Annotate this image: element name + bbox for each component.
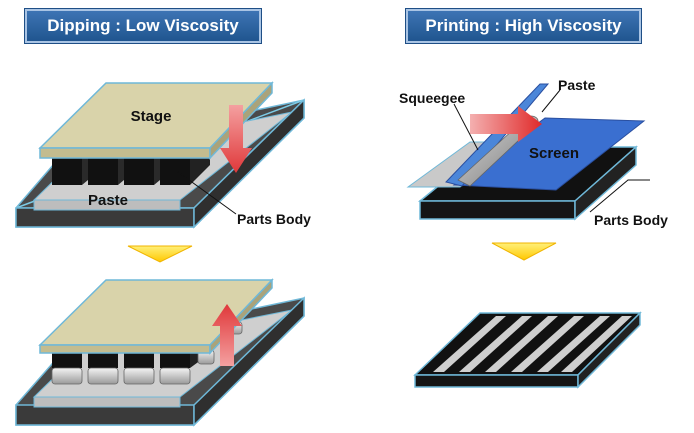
printing-title: Printing : High Viscosity xyxy=(406,9,641,43)
parts-body-label-right: Parts Body xyxy=(594,212,668,228)
right-arrow-icon xyxy=(470,106,542,142)
paste-label-left: Paste xyxy=(88,192,128,209)
dipping-step-1 xyxy=(15,81,305,229)
parts-bodies xyxy=(52,140,210,185)
printing-step-2 xyxy=(413,311,642,389)
next-step-arrow-icon xyxy=(491,242,557,261)
printed-paste-lines xyxy=(433,316,632,372)
printing-step-1 xyxy=(406,83,650,221)
down-arrow-icon xyxy=(220,105,252,173)
dipping-step-2 xyxy=(15,278,305,427)
paste-label-right: Paste xyxy=(558,77,596,93)
stage-label: Stage xyxy=(131,108,172,125)
parts-body-label-left: Parts Body xyxy=(237,211,311,227)
next-step-arrow-icon xyxy=(127,245,193,263)
screen-label: Screen xyxy=(529,145,579,162)
up-arrow-icon xyxy=(212,304,242,366)
dipping-title: Dipping : Low Viscosity xyxy=(25,9,261,43)
squeegee-label: Squeegee xyxy=(399,90,465,106)
